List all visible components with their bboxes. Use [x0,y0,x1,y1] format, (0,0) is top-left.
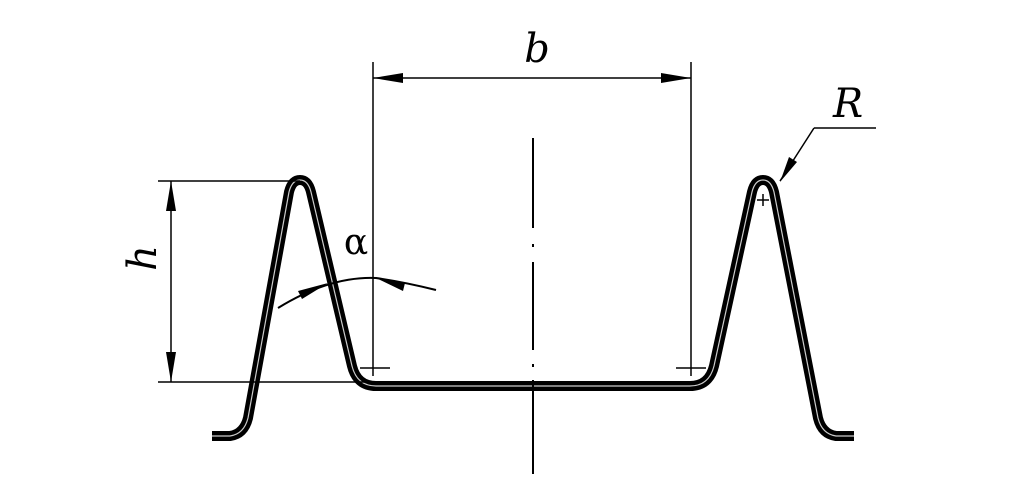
dimension-h: h [120,180,372,383]
radius-arrow [780,157,797,182]
label-h: h [120,245,166,271]
label-r: R [832,81,863,127]
angle-arrow-left [298,283,328,299]
dimension-b: b [360,26,706,376]
angle-alpha: α [277,222,437,309]
radius-r: R [757,81,876,206]
label-b: b [524,26,550,72]
angle-arrow-right [376,278,405,291]
label-alpha: α [344,222,368,263]
